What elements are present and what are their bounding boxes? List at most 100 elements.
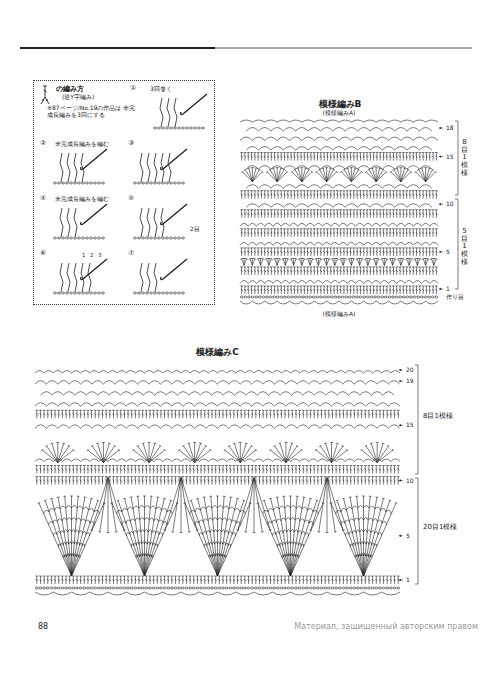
repeat-label: 8目1模様 xyxy=(461,139,468,177)
arrow-head xyxy=(399,535,401,537)
stitch-fan xyxy=(323,258,330,265)
chain-arc-row xyxy=(240,280,438,283)
label-text: 8目1模様 xyxy=(423,412,453,420)
crochet-hook xyxy=(81,204,107,225)
row-arrow xyxy=(399,480,403,481)
chart-panel: 模様編みB xyxy=(240,99,444,309)
row-number: 20 xyxy=(406,367,414,374)
arrow-head xyxy=(399,479,401,481)
note-text: (逆Y字編み) xyxy=(62,94,94,101)
label-text: 20目1模様 xyxy=(423,523,457,531)
stitch-fan xyxy=(364,258,371,265)
chain-arc-row xyxy=(41,392,394,396)
stitch-fan xyxy=(290,258,297,265)
yarn-strands xyxy=(140,263,157,292)
chain-arc-row xyxy=(240,223,438,226)
label-text: 未完成長編みを編む xyxy=(55,196,109,202)
stitch-fan xyxy=(430,258,437,265)
chain-arc-row xyxy=(246,127,432,131)
row-arrow xyxy=(399,381,403,382)
row-arrow xyxy=(399,535,403,536)
arrow-head xyxy=(439,251,441,253)
stitch-row xyxy=(240,153,438,161)
row-arrows xyxy=(399,127,443,581)
yarn-strands xyxy=(60,208,77,237)
stitch-fan xyxy=(133,442,166,462)
stitch-row xyxy=(35,410,399,418)
row-number: 10 xyxy=(406,477,414,484)
stitch-fan xyxy=(240,258,247,265)
row-number: 10 xyxy=(446,201,454,208)
stitch-fan xyxy=(356,258,363,265)
stitch-chart xyxy=(35,94,458,595)
row-number: 15 xyxy=(446,153,454,160)
chart-panel: 模様編みC xyxy=(35,347,404,602)
chain-row xyxy=(134,182,185,184)
label-text: 1 xyxy=(82,252,86,258)
stitch-fan xyxy=(315,258,322,265)
stitch-row xyxy=(240,229,438,237)
stitch-fan xyxy=(397,258,404,265)
stitch-fan xyxy=(381,258,388,265)
stitch-fan xyxy=(306,258,313,265)
chain-row xyxy=(35,587,399,589)
stitch-row xyxy=(240,210,438,218)
heading: 模様編みC xyxy=(35,347,400,357)
chain-arc-row xyxy=(240,120,438,122)
arrow-head xyxy=(399,380,401,382)
chain-web xyxy=(117,506,172,558)
row-number: 18 xyxy=(446,125,454,132)
crochet-hook xyxy=(181,94,207,115)
chain-arc-row xyxy=(35,371,400,374)
arrow-head xyxy=(399,579,401,581)
chain-web xyxy=(336,506,391,558)
label-text: 88 xyxy=(38,622,48,631)
header-rule xyxy=(20,47,215,49)
yarn-strands xyxy=(140,153,171,182)
repeat-label: 5目1模様 xyxy=(461,228,468,266)
chain-arc-row xyxy=(35,425,400,429)
chain-arc-row xyxy=(35,403,400,407)
chain-arc-row xyxy=(246,166,432,170)
label-text: 3 xyxy=(98,252,102,258)
row-arrow xyxy=(439,204,443,205)
stitch-fan xyxy=(257,496,325,576)
stitch-fan xyxy=(422,258,429,265)
stitch-row xyxy=(35,466,399,474)
stitch-row xyxy=(35,576,399,584)
stitch-fan xyxy=(236,478,271,533)
chain-web xyxy=(44,506,99,558)
stitch-fan xyxy=(414,258,421,265)
row-arrow xyxy=(439,156,443,157)
row-number: 5 xyxy=(406,532,410,539)
stitch-row xyxy=(240,286,438,294)
reverse-y-symbol xyxy=(41,86,49,104)
chain-row xyxy=(134,292,185,294)
label-text: ① xyxy=(130,84,136,92)
chain-arc-row xyxy=(35,459,400,462)
stitch-fan xyxy=(389,258,396,265)
heading: の編み方 xyxy=(56,85,84,93)
row-arrow xyxy=(439,128,443,129)
stitch-fan xyxy=(348,258,355,265)
crochet-hook xyxy=(81,149,107,170)
stitch-fan xyxy=(330,496,398,576)
note-text: ※87ページ/No.19の作品は 未完成長編みを3回にする xyxy=(47,105,139,119)
stitch-fan xyxy=(365,168,387,182)
chain-arc-row xyxy=(35,381,400,385)
stitch-fan xyxy=(87,442,120,462)
chain-row xyxy=(240,296,437,298)
arrow-head xyxy=(439,155,441,157)
row-arrow xyxy=(399,425,403,426)
stitch-fan xyxy=(249,258,256,265)
stitch-row xyxy=(240,248,438,256)
arrow-head xyxy=(439,203,441,205)
stitch-fan xyxy=(405,258,412,265)
label-text: ⑦ xyxy=(128,249,134,257)
stitch-fan xyxy=(340,168,362,182)
stitch-fan xyxy=(257,258,264,265)
label-text: ⑤ xyxy=(128,194,134,202)
stitch-fan xyxy=(282,258,289,265)
stitch-fan xyxy=(41,442,74,462)
stitch-fan xyxy=(184,496,252,576)
